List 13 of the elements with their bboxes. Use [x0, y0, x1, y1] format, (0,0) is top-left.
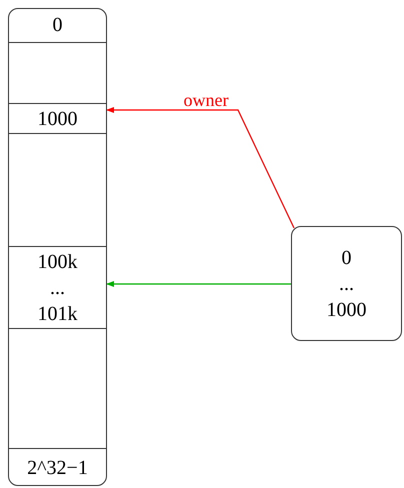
cell-text: 1000 — [326, 298, 366, 322]
memory-block — [291, 226, 402, 341]
cell-text: 1000 — [38, 106, 78, 130]
cell-text: 101k — [38, 302, 78, 326]
cell-text: 100k — [38, 250, 78, 274]
cell-text: ... — [339, 272, 354, 296]
arrow — [106, 281, 291, 287]
cell-text: 0 — [342, 246, 352, 270]
cell-text: 2^32−1 — [27, 456, 88, 480]
cell-text: 0 — [52, 13, 62, 37]
memory-column — [8, 8, 107, 486]
cell-text: ... — [50, 276, 65, 300]
arrow — [106, 107, 295, 228]
